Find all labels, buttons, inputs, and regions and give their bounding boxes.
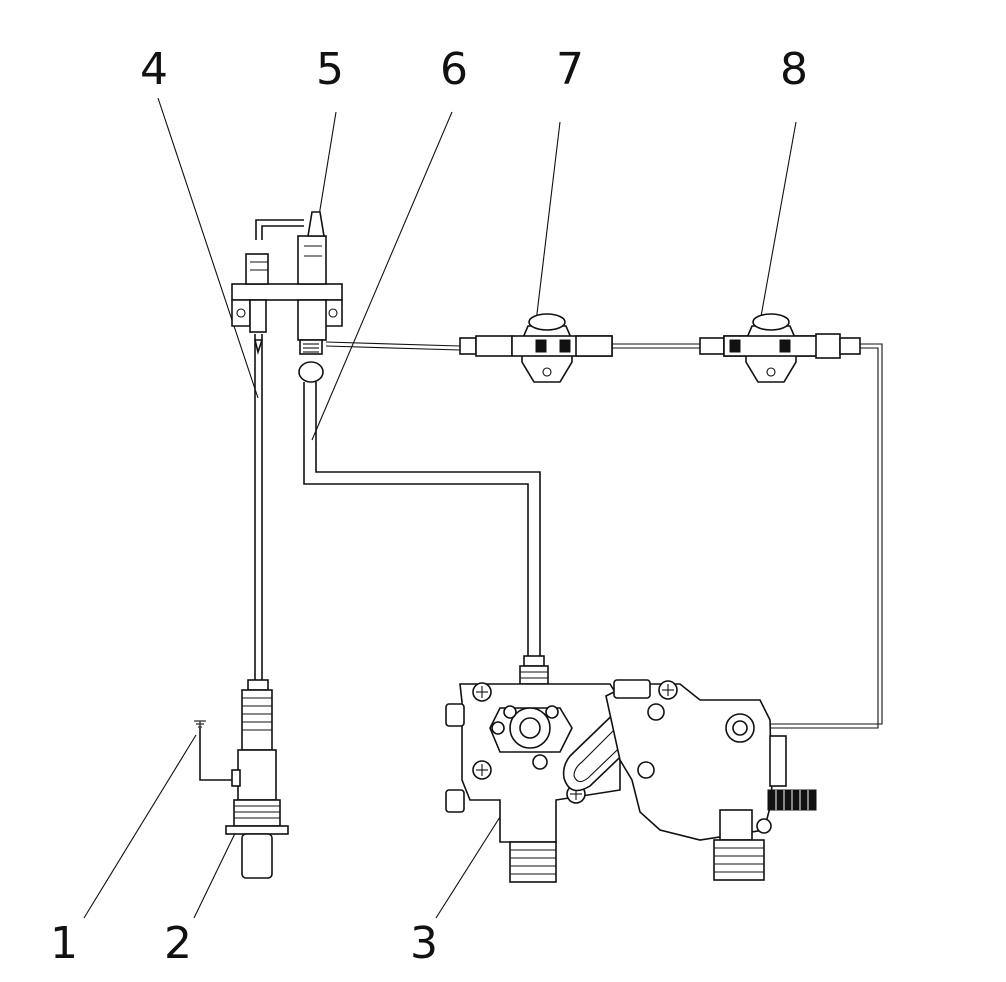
callout-1: 1 bbox=[50, 918, 78, 969]
thermostat-wiring bbox=[325, 341, 883, 729]
overheat-thermostat-2 bbox=[699, 313, 861, 383]
ground-symbol-icon bbox=[194, 720, 206, 728]
callout-6: 6 bbox=[440, 44, 468, 95]
overheat-thermostat-1 bbox=[459, 313, 613, 383]
callout-3: 3 bbox=[410, 918, 438, 969]
callout-4: 4 bbox=[140, 44, 168, 95]
callout-8: 8 bbox=[780, 44, 808, 95]
pilot-burner-assembly bbox=[231, 211, 343, 383]
piezo-igniter bbox=[225, 679, 289, 879]
callout-2: 2 bbox=[164, 918, 192, 969]
leader-lines bbox=[83, 97, 797, 919]
gas-valve bbox=[445, 655, 817, 883]
callout-5: 5 bbox=[316, 44, 344, 95]
callout-7: 7 bbox=[556, 44, 584, 95]
pilot-gas-tube bbox=[303, 382, 541, 656]
ground-wire bbox=[194, 720, 241, 787]
ignition-lead bbox=[253, 334, 264, 680]
